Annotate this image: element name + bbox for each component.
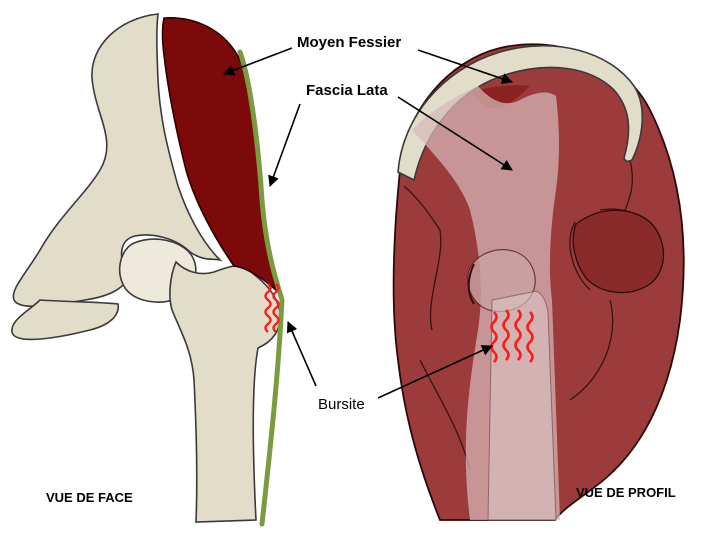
bursitis-profile <box>490 309 534 363</box>
profile-view <box>392 43 685 521</box>
femur-bone <box>169 260 282 523</box>
arrow-moyen-fessier-profile <box>417 49 514 85</box>
label-bursite: Bursite <box>318 396 365 413</box>
bursitis-front <box>264 283 280 333</box>
arrow-fascia-lata-profile <box>397 96 513 171</box>
label-vue-de-profil: VUE DE PROFIL <box>576 485 676 500</box>
arrow-moyen-fessier-front <box>222 47 293 76</box>
fascia-lata-band <box>237 49 285 527</box>
obturator-foramen <box>11 299 119 341</box>
label-vue-de-face: VUE DE FACE <box>46 490 133 505</box>
posterior-muscle-block <box>572 209 664 294</box>
arrow-bursite-profile <box>377 345 494 399</box>
callout-arrows <box>222 47 514 399</box>
label-fascia-lata: Fascia Lata <box>306 82 388 99</box>
arrow-fascia-lata-front <box>268 103 301 188</box>
acetabulum-rim <box>467 263 475 305</box>
label-moyen-fessier: Moyen Fessier <box>297 34 402 51</box>
femur-shaft-profile <box>487 290 557 521</box>
front-view <box>11 13 285 527</box>
arrow-bursite-front <box>286 320 317 387</box>
